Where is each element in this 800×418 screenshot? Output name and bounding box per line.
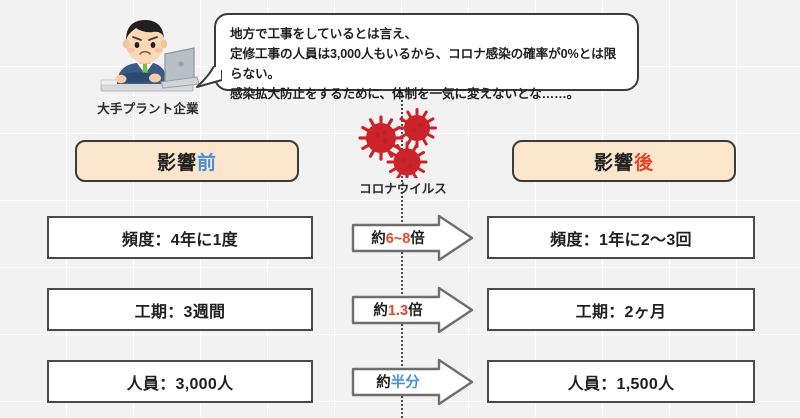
header-pill-before-accent: 前	[197, 152, 218, 174]
after-value-box: 工期：2ヶ月	[487, 288, 755, 331]
header-pill-before: 影響前	[75, 140, 299, 182]
character-label: 大手プラント企業	[97, 102, 199, 116]
header-pill-after-static: 影響	[593, 152, 634, 174]
change-arrow-icon	[351, 358, 475, 406]
arrow-label-prefix: 約	[371, 231, 386, 247]
before-value-box: 工期：3週間	[47, 288, 313, 331]
after-value-text: 工期：2ヶ月	[575, 303, 667, 321]
before-value-box: 頻度：4年に1度	[47, 216, 313, 259]
center-divider-dotted-line	[401, 92, 403, 418]
change-arrow-icon	[351, 286, 475, 334]
arrow-label-prefix: 約	[373, 303, 388, 319]
coronavirus-icon	[355, 106, 451, 183]
after-value-text: 人員：1,500人	[567, 375, 675, 393]
before-value-text: 工期：3週間	[134, 303, 226, 321]
change-arrow-icon	[351, 214, 475, 262]
arrow-label: 約半分	[357, 371, 439, 392]
arrow-label-prefix: 約	[376, 375, 391, 391]
after-value-box: 人員：1,500人	[487, 360, 755, 403]
virus-label: コロナウイルス	[359, 182, 447, 196]
worried-businessman-at-laptop-icon	[95, 14, 199, 96]
arrow-label-value: 1.3	[387, 303, 409, 319]
before-value-box: 人員：3,000人	[47, 360, 313, 403]
arrow-label-value: 6~8	[385, 231, 411, 247]
after-value-box: 頻度：1年に2〜3回	[487, 216, 755, 259]
before-value-text: 頻度：4年に1度	[121, 231, 239, 249]
header-pill-before-text: 影響前	[157, 148, 217, 175]
arrow-label: 約1.3倍	[357, 299, 439, 320]
speech-bubble-text: 地方で工事をしているとは言え、 定修工事の人員は3,000人もいるから、コロナ感…	[230, 27, 617, 101]
arrow-label-suffix: 倍	[408, 303, 423, 319]
header-pill-after-text: 影響後	[594, 148, 654, 175]
arrow-label-value: 半分	[390, 375, 420, 391]
speech-bubble-tail-icon	[196, 64, 224, 88]
header-pill-after: 影響後	[512, 140, 736, 182]
header-pill-before-static: 影響	[156, 152, 197, 174]
arrow-label: 約6~8倍	[357, 227, 439, 248]
speech-bubble: 地方で工事をしているとは言え、 定修工事の人員は3,000人もいるから、コロナ感…	[214, 13, 639, 101]
before-value-text: 人員：3,000人	[126, 375, 234, 393]
header-pill-after-accent: 後	[634, 152, 655, 174]
arrow-label-suffix: 倍	[410, 231, 425, 247]
after-value-text: 頻度：1年に2〜3回	[550, 231, 692, 249]
